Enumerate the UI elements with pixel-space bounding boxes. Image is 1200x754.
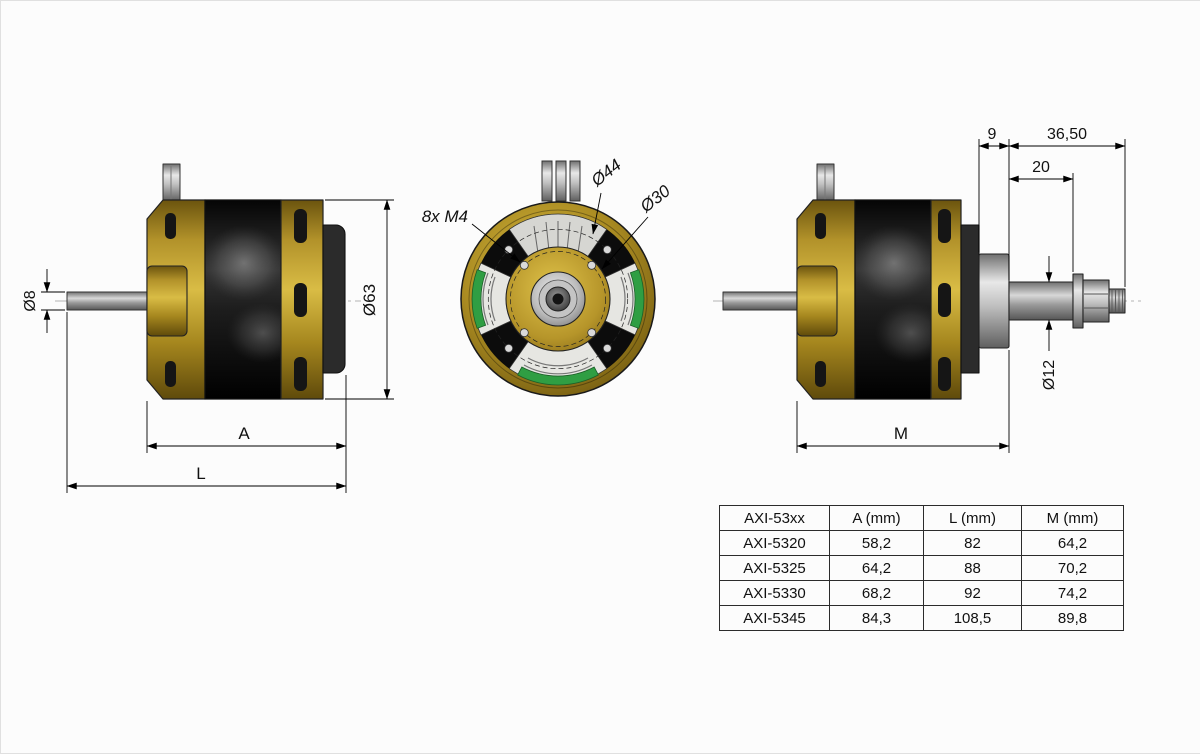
cell-m: 74,2 xyxy=(1021,580,1124,606)
table-header-a: A (mm) xyxy=(829,505,924,531)
cooling-slot xyxy=(938,283,951,317)
bolt-circle-44 xyxy=(487,228,629,370)
cell-a: 58,2 xyxy=(829,530,924,556)
prop-shaft xyxy=(1008,281,1074,321)
front-shaft-boss xyxy=(796,265,838,337)
cooling-slot xyxy=(165,213,176,239)
prop-nut xyxy=(1082,279,1110,323)
side-view-left xyxy=(55,163,361,400)
rear-cap xyxy=(960,224,980,374)
table-header-m: M (mm) xyxy=(1021,505,1124,531)
side-view-right xyxy=(713,163,1141,400)
table-row: AXI-5325 64,2 88 70,2 xyxy=(719,555,1124,581)
prop-adapter-base xyxy=(978,253,1010,349)
dim-label-shaft-12: Ø12 xyxy=(1041,360,1058,390)
cell-l: 88 xyxy=(923,555,1022,581)
terminal-tab xyxy=(555,160,567,202)
dim-label-body-dia: Ø63 xyxy=(360,284,379,316)
cell-m: 89,8 xyxy=(1021,605,1124,631)
cell-l: 82 xyxy=(923,530,1022,556)
cell-a: 84,3 xyxy=(829,605,924,631)
cooling-slot xyxy=(294,357,307,391)
terminal-tab xyxy=(541,160,553,202)
label-dia-44: Ø44 xyxy=(587,155,625,190)
dimension-table: AXI-53xx A (mm) L (mm) M (mm) AXI-5320 5… xyxy=(719,505,1124,631)
dim-label-20: 20 xyxy=(1032,159,1050,176)
dim-label-36-50: 36,50 xyxy=(1047,126,1087,143)
table-header-l: L (mm) xyxy=(923,505,1022,531)
cell-model: AXI-5345 xyxy=(719,605,830,631)
rear-shaft-stub xyxy=(722,291,802,311)
m4-holes xyxy=(504,245,612,353)
cell-m: 64,2 xyxy=(1021,530,1124,556)
metal-reflection xyxy=(852,225,936,301)
cell-m: 70,2 xyxy=(1021,555,1124,581)
dim-label-l: L xyxy=(196,464,205,483)
coil-bundles xyxy=(482,272,634,375)
cooling-slot xyxy=(938,357,951,391)
dim-label-m: M xyxy=(894,424,908,443)
front-view xyxy=(460,160,656,397)
cell-a: 68,2 xyxy=(829,580,924,606)
table-row: AXI-5330 68,2 92 74,2 xyxy=(719,580,1124,606)
cooling-slot xyxy=(815,361,826,387)
washer xyxy=(1072,273,1084,329)
cell-a: 64,2 xyxy=(829,555,924,581)
dim-label-9: 9 xyxy=(988,126,997,143)
bolt-circle-30 xyxy=(510,251,606,347)
table-header-model: AXI-53xx xyxy=(719,505,830,531)
terminal-tab xyxy=(569,160,581,202)
winding-green-right xyxy=(629,269,645,329)
dims-left-view xyxy=(41,199,394,493)
cell-l: 92 xyxy=(923,580,1022,606)
dims-right-view xyxy=(796,139,1126,453)
cooling-slot xyxy=(165,361,176,387)
cooling-slot xyxy=(294,209,307,243)
front-shaft-boss xyxy=(146,265,188,337)
cooling-slot xyxy=(938,209,951,243)
cell-model: AXI-5320 xyxy=(719,530,830,556)
table-row: AXI-5320 58,2 82 64,2 xyxy=(719,530,1124,556)
cell-model: AXI-5325 xyxy=(719,555,830,581)
thread-lines xyxy=(1111,290,1123,312)
dim-label-shaft-dia: Ø8 xyxy=(22,290,39,311)
label-dia-30: Ø30 xyxy=(636,181,674,217)
cooling-slot xyxy=(815,213,826,239)
metal-reflection xyxy=(202,225,286,301)
table-row: AXI-5345 84,3 108,5 89,8 xyxy=(719,605,1124,631)
cooling-slot xyxy=(294,283,307,317)
motor-shaft xyxy=(66,291,152,311)
cell-l: 108,5 xyxy=(923,605,1022,631)
dim-label-a: A xyxy=(238,424,250,443)
cell-model: AXI-5330 xyxy=(719,580,830,606)
rear-cap xyxy=(322,224,346,374)
table-header-row: AXI-53xx A (mm) L (mm) M (mm) xyxy=(719,505,1124,531)
winding-green-left xyxy=(471,269,487,329)
label-bolts: 8x M4 xyxy=(422,207,468,226)
metal-reflection xyxy=(875,303,947,363)
winding-green-bottom xyxy=(517,366,599,386)
threaded-tip xyxy=(1108,288,1126,314)
